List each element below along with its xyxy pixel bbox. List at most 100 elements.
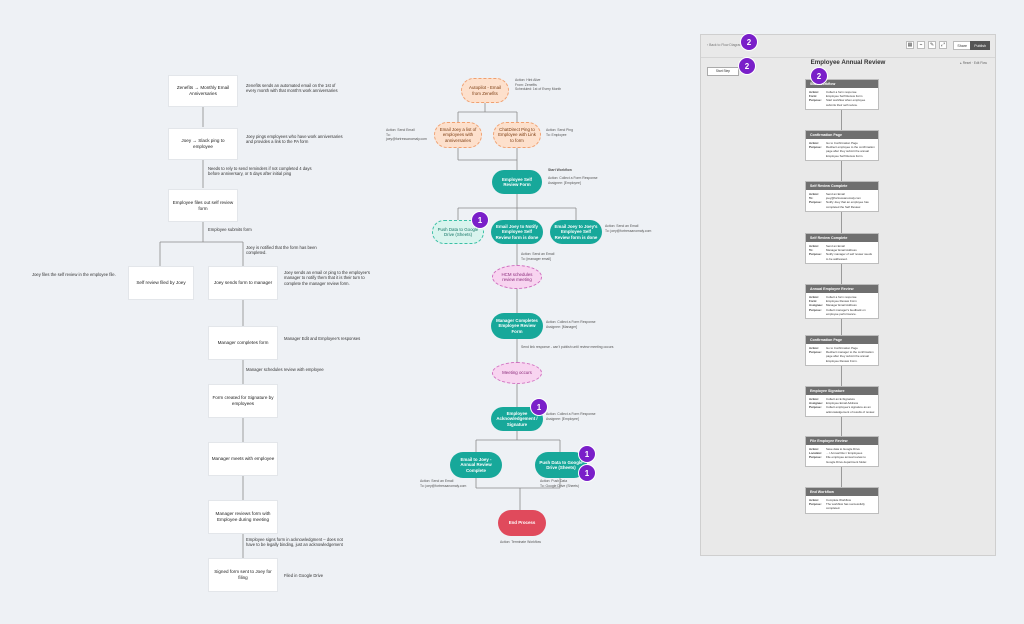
lf-box-signed-form: Signed form sent to Joey for filing [208,558,278,592]
lf-note-acknowledgement: Employee signs form in acknowledgment – … [246,537,343,548]
annotation-badge: 2 [741,34,757,50]
card-row: Purpose:Start workflow when employee sub… [809,98,866,107]
node-push-google-drive-2[interactable]: Push Data to Google Drive (Sheets) [535,452,587,478]
card-row: Action:Go to Confirmation Page [809,346,858,350]
card-row: Purpose:Notify manager of self review ne… [809,252,872,261]
share-button[interactable]: Share [953,41,971,50]
card-row: Purpose:Redirect manager to the confirma… [809,350,874,363]
reset-link[interactable]: ▸ Reset · Edit Flow [960,61,987,65]
card-employee-signature[interactable]: Employee Signature Action:Collect an E-S… [805,386,879,417]
card-row: Action:Go to Confirmation Page [809,141,858,145]
node-employee-self-review[interactable]: Employee Self Review Form [492,170,542,194]
card-title: Self Review Complete [806,182,878,190]
link-icon[interactable]: ⌁ [917,41,925,49]
annotation-badge: 1 [579,446,595,462]
edit-icon[interactable]: ✎ [928,41,936,49]
card-row: Purpose:Redirect employee to the confirm… [809,145,875,158]
node-email-joey-list[interactable]: Email Joey a list of employees with anni… [434,122,482,148]
side-note-autopilot: Action: Hint Alive From: Zenefits Schedu… [515,78,562,92]
annotation-badge: 2 [811,68,827,84]
card-row: Action:Complete Workflow [809,498,852,502]
lf-note-schedules: Manager schedules review with employee [246,367,324,372]
card-row: Purpose:Collect manager's feedback on em… [809,307,866,316]
lf-box-self-review-filed: Self review filed by Joey [128,266,194,300]
lf-box-employee-fills: Employee files out self review form [168,189,238,222]
side-note-chatdirect: Action: Send Ping To: Employee [546,128,573,137]
lf-note-manager-edit: Manager Edit and Employee's responses [284,336,361,341]
lf-note-reminders: Needs to rely to send reminders if not c… [208,166,312,177]
middle-connectors [457,103,577,510]
side-note-email-joey: Action: Send Email To: joey@fortressanom… [386,128,427,142]
lf-box-zenefits: Zenefits → Monthly Email Anniversaries [168,75,238,107]
lf-box-joey-ping: Joey → Slack ping to employee [168,128,238,160]
breadcrumb[interactable]: ‹ Back to Flow Diagrams [707,43,744,47]
card-row: Action:Collect a form response [809,295,857,299]
side-note-email-hr: Action: Send an Email To: joey@fortressa… [605,224,652,233]
card-row: Form:Employee Self Review Form [809,94,863,99]
lf-note-zenefits: Zenefits sends an automated email on the… [246,83,338,94]
card-row: Action:Collect a form response [809,90,857,94]
card-row: Form:Employee Review Form [809,299,857,304]
page-title: Employee Annual Review [810,59,886,66]
card-title: End Workflow [806,488,878,496]
lf-note-submits: Employee submits form [208,227,252,232]
card-confirmation-page-manager[interactable]: Confirmation Page Action:Go to Confirmat… [805,335,879,366]
lf-note-manager-email: Joey sends an email or ping to the emplo… [284,270,370,286]
panel-toolbar: ‹ Back to Flow Diagrams ▦ ⌁ ✎ ⤢ Share Pu… [701,35,995,58]
card-confirmation-page[interactable]: Confirmation Page Action:Go to Confirmat… [805,130,879,161]
node-email-review-complete[interactable]: Email to Joey - Annual Review Complete [450,452,502,478]
node-autopilot-zenefits[interactable]: Autopilot - Email from Zenefits [461,78,509,103]
side-note-end: Action: Terminate Workflow [500,540,541,544]
card-self-review-complete[interactable]: Self Review Complete Action:Send an Emai… [805,181,879,212]
side-note-push-drive: Action: Push Data To: Google Drive (Shee… [540,479,580,488]
card-file-employee-review[interactable]: File Employee Review Action:Save data to… [805,436,879,467]
lf-box-send-to-manager: Joey sends form to manager [208,266,278,300]
card-title: Confirmation Page [806,336,878,344]
workflow-preview-panel: ‹ Back to Flow Diagrams ▦ ⌁ ✎ ⤢ Share Pu… [700,34,996,556]
annotation-badge: 2 [739,58,755,74]
card-row: Purpose:Collect employee's signature as … [809,405,875,414]
lf-note-files: Joey files the self review in the employ… [32,272,116,277]
side-note-manager-completes: Action: Collect a Form Response Assignee… [546,320,596,329]
node-email-manager-review-done[interactable]: Email Joey to Joey's Employee Self Revie… [550,220,602,244]
annotation-badge: 1 [579,465,595,481]
card-self-review-complete-manager[interactable]: Self Review Complete Action:Send an Emai… [805,233,879,264]
start-step-button[interactable]: Start Step [707,67,739,76]
card-row: Purpose:The workflow has successfully co… [809,502,865,511]
side-note-meeting: Send link response - can't publish until… [521,345,614,349]
card-row: Assignee:Manager Email Address [809,303,857,308]
node-chatdirect-ping[interactable]: ChatDirect Ping to Employee with Link to… [493,122,541,148]
card-title: Employee Signature [806,387,878,395]
card-end-workflow[interactable]: End Workflow Action:Complete Workflow Pu… [805,487,879,514]
lf-box-manager-reviews: Manager reviews form with Employee durin… [208,500,278,534]
lf-note-joey-ping: Joey pings employees who have work anniv… [246,134,343,145]
lf-box-manager-completes: Manager completes form [208,326,278,360]
publish-button[interactable]: Publish [970,41,990,50]
side-note-start-workflow: Start Workflow [548,168,572,172]
grid-icon[interactable]: ▦ [906,41,914,49]
node-manager-completes-form[interactable]: Manager Completes Employee Review Form [491,313,543,339]
toolbar-icons: ▦ ⌁ ✎ ⤢ [906,41,947,49]
card-row: Purpose:File employee annual review to G… [809,455,867,464]
side-note-self-review: Action: Collect a Form Response Assignee… [548,176,598,185]
card-row: To:joey@fortressanomaly.com [809,196,861,201]
node-hr-schedules-meeting[interactable]: HCM schedules review meeting [492,265,542,289]
card-annual-employee-review[interactable]: Annual Employee Review Action:Collect a … [805,284,879,320]
left-connectors [159,107,244,558]
card-row: Action:Collect an E-Signature [809,397,855,401]
card-row: Action:Send an Email [809,244,845,248]
lf-box-form-signature: Form created for Signature by employees [208,384,278,418]
node-email-hr-review-done[interactable]: Email Joey to Notify Employee Self Revie… [491,220,543,244]
card-title: Self Review Complete [806,234,878,242]
card-row: To:Manager Email Address [809,248,857,253]
expand-icon[interactable]: ⤢ [939,41,947,49]
card-row: Purpose:Notify Joey that an employee has… [809,200,869,209]
node-end-process[interactable]: End Process [498,510,546,536]
side-note-hr-schedules: Action: Send an Email To: [manager email… [521,252,555,261]
card-title: File Employee Review [806,437,878,445]
side-note-acknowledgement: Action: Collect a Form Response Assignee… [546,412,596,421]
card-start-workflow[interactable]: Start Workflow Action:Collect a form res… [805,79,879,110]
card-row: Assignee:Employee Email Address [809,401,859,406]
node-meeting-occurs[interactable]: Meeting occurs [492,362,542,384]
